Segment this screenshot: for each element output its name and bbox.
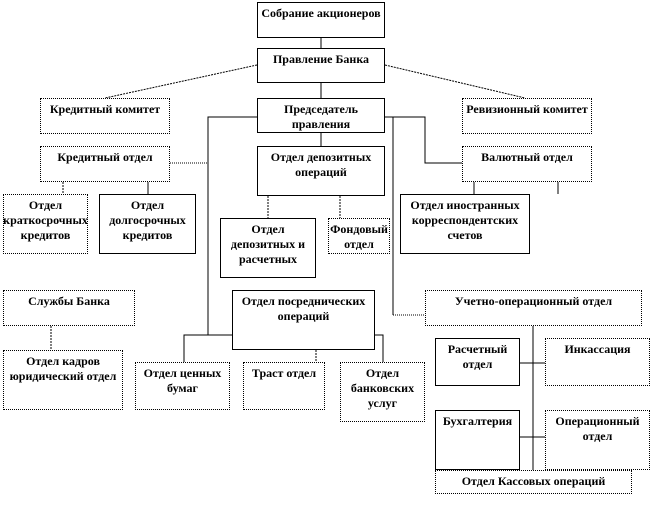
node-board: Правление Банка: [257, 48, 385, 83]
node-label: Ревизионный комитет: [466, 102, 588, 116]
node-bank-services: Службы Банка: [3, 290, 135, 326]
node-label: Валютный отдел: [481, 150, 573, 164]
node-short-credit: Отдел краткосрочных кредитов: [3, 194, 88, 254]
node-label: Отдел ценных бумаг: [143, 366, 222, 395]
node-label: Отдел посреднических операций: [241, 294, 366, 323]
node-operations: Операционный отдел: [545, 410, 650, 470]
node-label: Кредитный комитет: [49, 102, 161, 116]
node-stock-dept: Фондовый отдел: [328, 218, 390, 254]
node-label: Отдел Кассовых операций: [461, 474, 606, 488]
node-shareholders: Собрание акционеров: [257, 2, 385, 38]
node-foreign-corr: Отдел иностранных корреспондентских счет…: [400, 194, 530, 254]
node-collection: Инкассация: [545, 338, 650, 386]
node-long-credit: Отдел долгосрочных кредитов: [99, 194, 196, 254]
node-credit-committee: Кредитный комитет: [40, 98, 170, 134]
node-label: Отдел иностранных корреспондентских счет…: [410, 198, 520, 242]
node-hr-legal: Отдел кадров юридический отдел: [3, 350, 123, 410]
node-label: Отдел депозитных операций: [270, 150, 372, 179]
node-credit-dept: Кредитный отдел: [40, 146, 170, 182]
node-label: Расчетный отдел: [447, 342, 508, 371]
node-label: Председатель правления: [284, 102, 358, 131]
node-trust: Траст отдел: [243, 362, 325, 410]
node-label: Отдел кадров юридический отдел: [9, 354, 117, 383]
node-label: Фондовый отдел: [330, 222, 388, 251]
node-label: Собрание акционеров: [261, 6, 381, 20]
node-label: Отдел банковских услуг: [350, 366, 415, 410]
node-settlement: Расчетный отдел: [435, 338, 520, 386]
node-label: Отдел долгосрочных кредитов: [109, 198, 186, 242]
node-intermediary: Отдел посреднических операций: [232, 290, 375, 350]
node-label: Учетно-операционный отдел: [454, 294, 613, 308]
node-currency-dept: Валютный отдел: [462, 146, 592, 182]
node-label: Правление Банка: [272, 52, 370, 66]
node-label: Отдел депозитных и расчетных: [230, 222, 306, 266]
node-deposit-settlement: Отдел депозитных и расчетных: [220, 218, 316, 278]
node-chairman: Председатель правления: [257, 98, 385, 133]
node-label: Службы Банка: [28, 294, 110, 308]
node-bookkeeping: Бухгалтерия: [435, 410, 520, 470]
node-audit-committee: Ревизионный комитет: [462, 98, 592, 134]
node-label: Бухгалтерия: [442, 414, 513, 428]
node-banking-services: Отдел банковских услуг: [340, 362, 425, 422]
node-accounting-ops: Учетно-операционный отдел: [425, 290, 642, 326]
node-label: Инкассация: [564, 342, 631, 356]
node-label: Операционный отдел: [555, 414, 640, 443]
node-securities: Отдел ценных бумаг: [135, 362, 230, 410]
node-cash-ops: Отдел Кассовых операций: [435, 470, 632, 494]
node-label: Траст отдел: [251, 366, 317, 380]
node-label: Отдел краткосрочных кредитов: [3, 198, 88, 242]
node-deposit-dept: Отдел депозитных операций: [257, 146, 385, 196]
node-label: Кредитный отдел: [57, 150, 153, 164]
